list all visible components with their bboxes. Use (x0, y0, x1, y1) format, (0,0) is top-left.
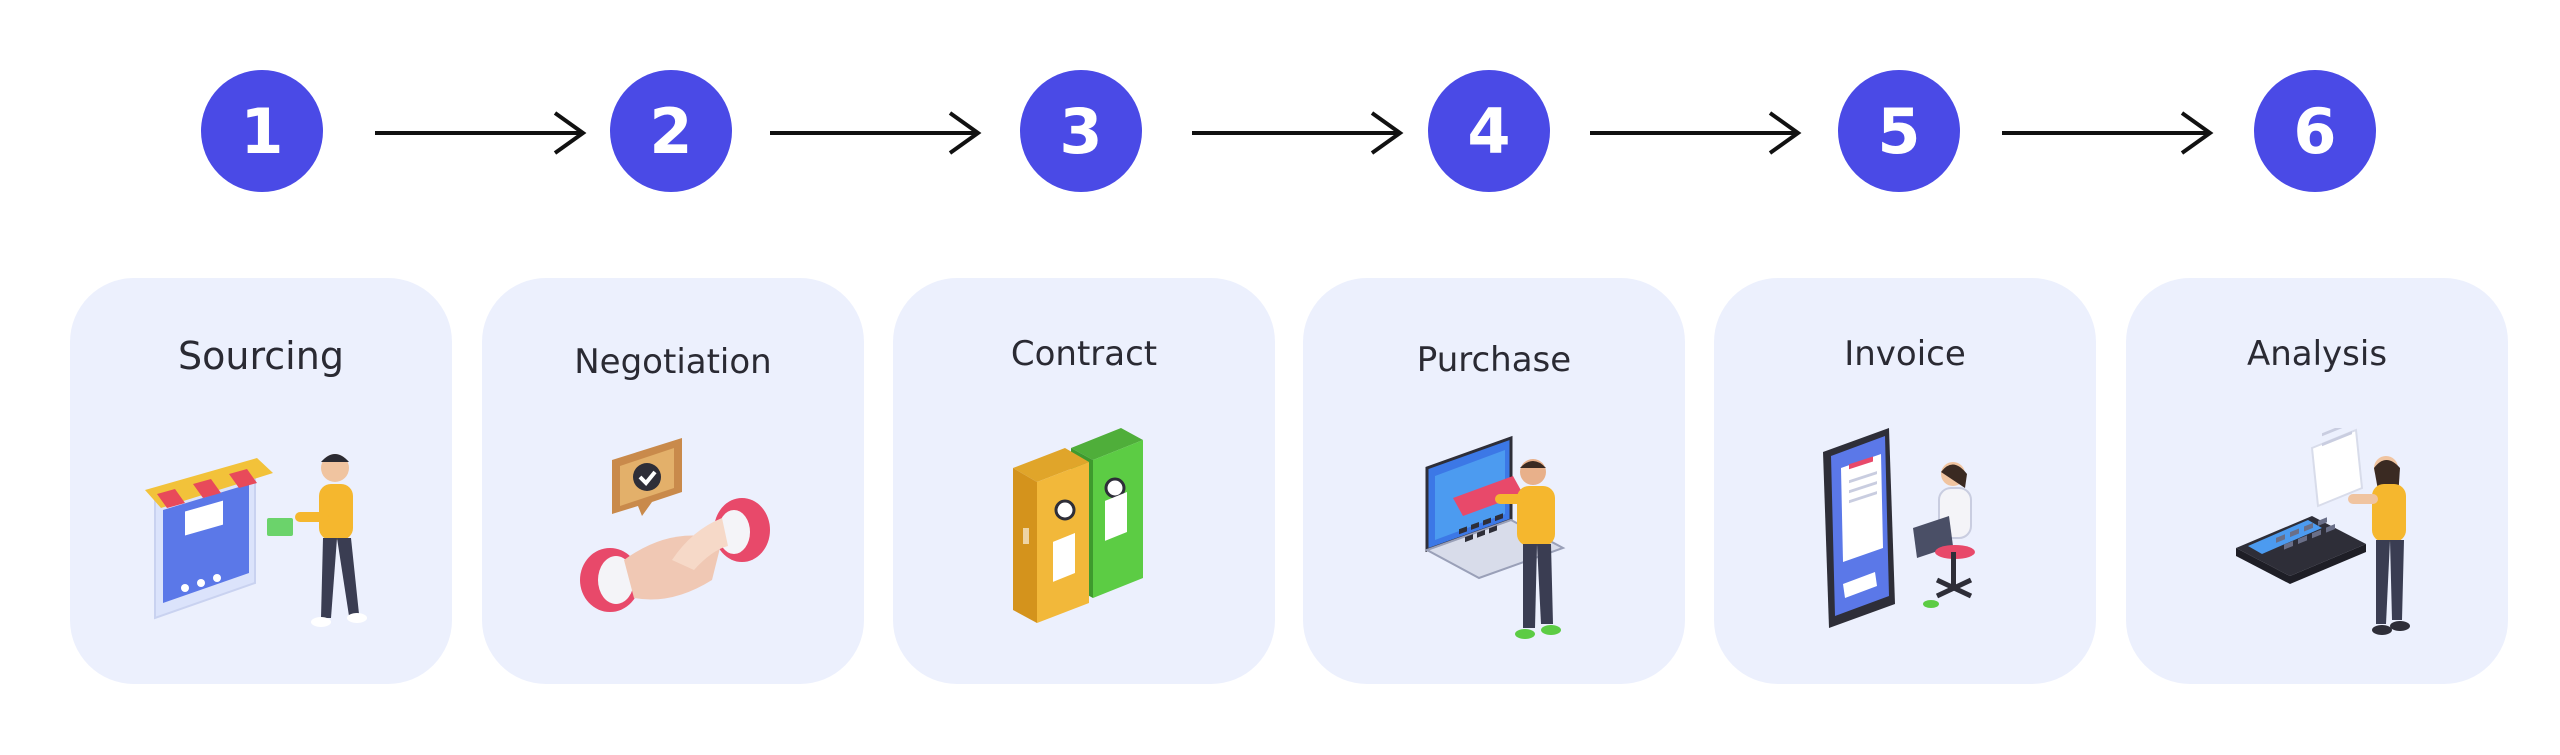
step-number-1: 1 (201, 70, 323, 192)
step-number-4: 4 (1428, 70, 1550, 192)
handshake-icon (580, 438, 770, 612)
step-label: Purchase (1416, 340, 1572, 380)
step-number-3: 3 (1020, 70, 1142, 192)
calculator-tax-icon (2236, 428, 2410, 635)
step-number-5: 5 (1838, 70, 1960, 192)
step-label: Contract (1010, 334, 1158, 374)
arrow-right-icon (770, 111, 982, 155)
arrow-right-icon (1590, 111, 1802, 155)
step-label: Invoice (1844, 334, 1966, 374)
step-card-purchase: Purchase (1303, 278, 1685, 684)
step-number-2: 2 (610, 70, 732, 192)
step-number-6: 6 (2254, 70, 2376, 192)
storefront-shopper-icon (145, 454, 367, 627)
step-card-analysis: Analysis (2126, 278, 2508, 684)
step-label: Analysis (2246, 334, 2388, 374)
step-card-sourcing: Sourcing (70, 278, 452, 684)
step-card-invoice: Invoice (1714, 278, 2096, 684)
phone-receipt-icon (1823, 428, 1975, 628)
binders-icon (1013, 428, 1143, 623)
step-label: Negotiation (574, 342, 772, 382)
arrow-right-icon (375, 111, 587, 155)
arrow-right-icon (1192, 111, 1404, 155)
laptop-card-payment-icon (1424, 435, 1566, 639)
arrow-right-icon (2002, 111, 2214, 155)
step-card-negotiation: Negotiation (482, 278, 864, 684)
step-card-contract: Contract (893, 278, 1275, 684)
step-label: Sourcing (178, 334, 344, 378)
